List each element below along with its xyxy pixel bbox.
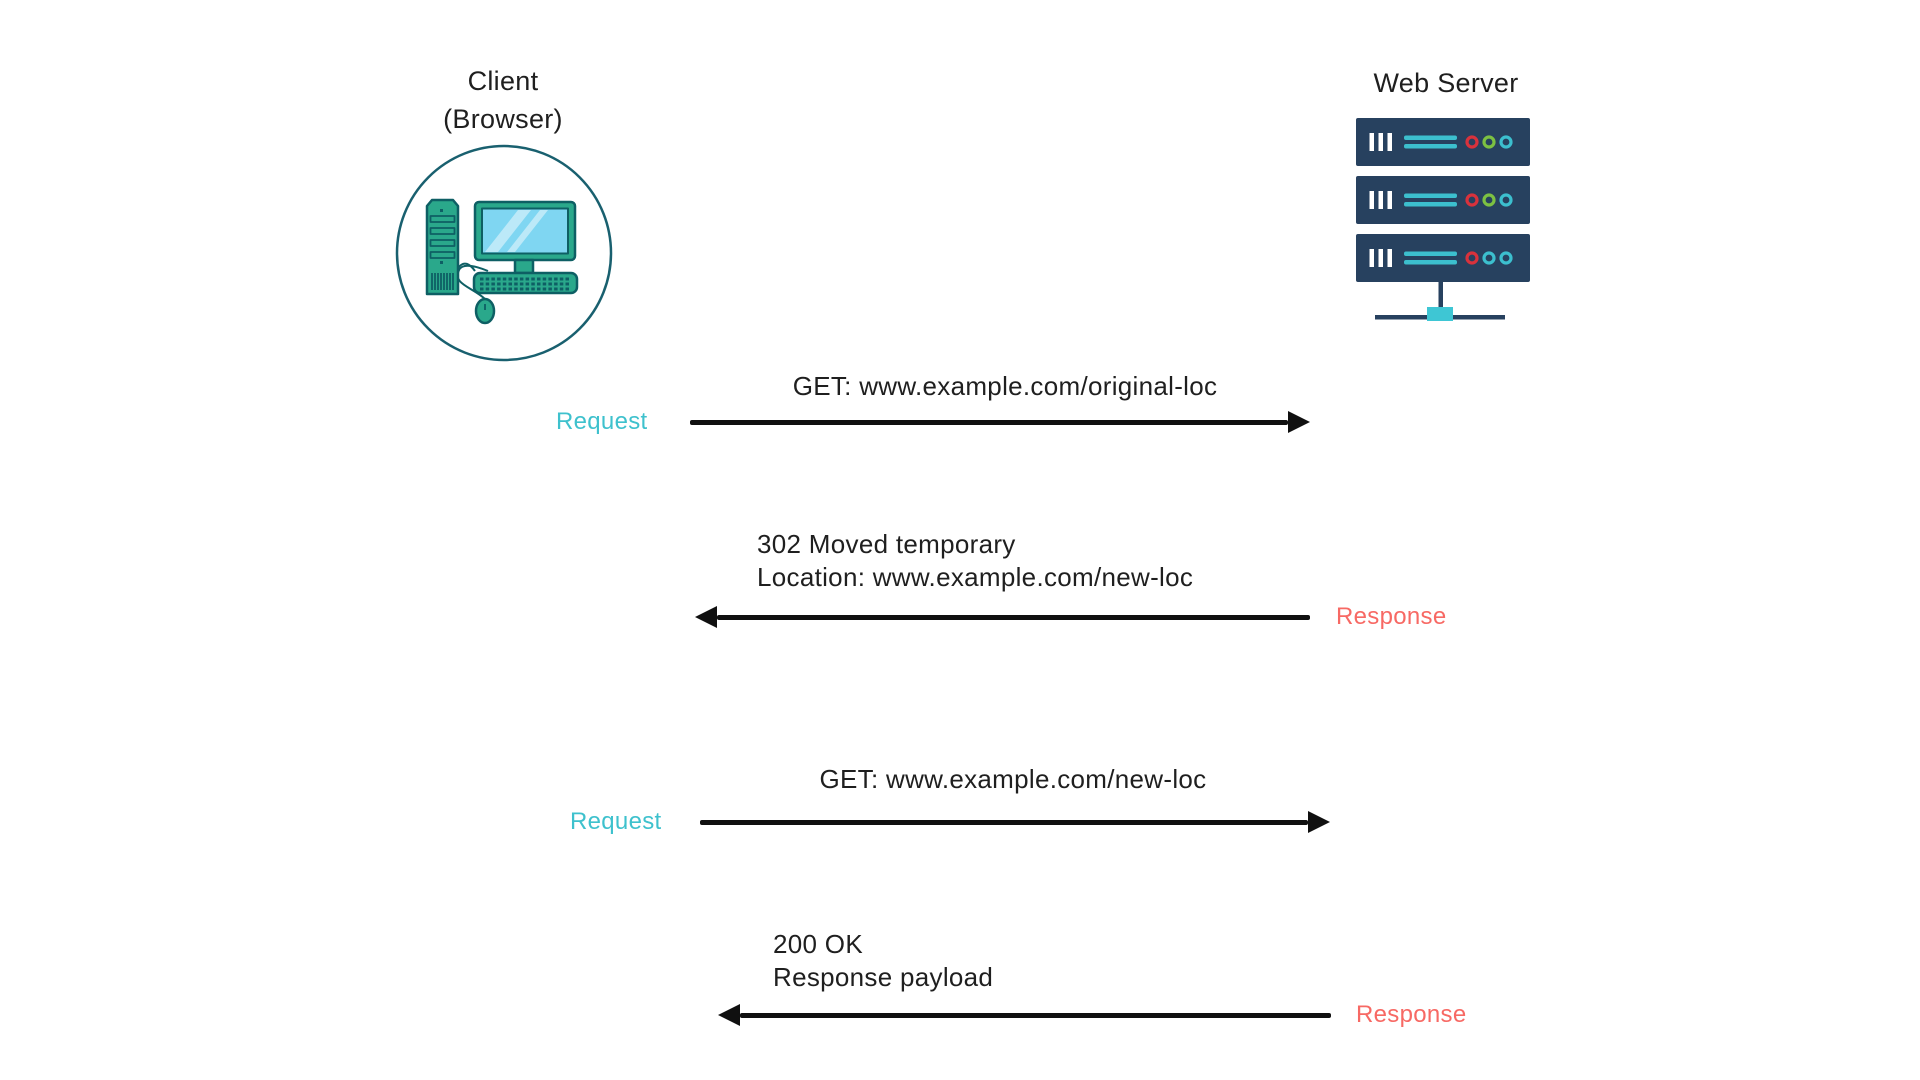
server-rack-unit	[1356, 176, 1530, 224]
message-4-arrow-shaft	[740, 1013, 1331, 1018]
message-2-text-line1: 302 Moved temporary	[757, 529, 1016, 559]
message-4-arrowhead-left-icon	[718, 1004, 740, 1026]
client-label-line1: Client	[467, 66, 539, 96]
message-3-arrow-shaft	[700, 820, 1308, 825]
message-3-request-label: Request	[570, 808, 662, 835]
server-label: Web Server	[1373, 68, 1519, 98]
message-2-text: 302 Moved temporary Location: www.exampl…	[757, 528, 1193, 594]
message-1-arrow-shaft	[690, 420, 1288, 425]
message-4-text-line1: 200 OK	[773, 929, 863, 959]
monitor-stand	[513, 258, 535, 275]
message-4-response-label: Response	[1356, 1001, 1467, 1028]
message-2-text-line2: Location: www.example.com/new-loc	[757, 562, 1194, 592]
message-2-response-label: Response	[1336, 603, 1447, 630]
client-label: Client (Browser)	[353, 62, 653, 138]
message-3-text: GET: www.example.com/new-loc	[819, 764, 1207, 794]
message-4-text: 200 OK Response payload	[773, 928, 993, 994]
server-rack-unit	[1356, 234, 1530, 282]
computer-tower	[425, 198, 460, 296]
message-1-arrowhead-right-icon	[1288, 411, 1310, 433]
message-2-arrowhead-left-icon	[695, 606, 717, 628]
message-1-text: GET: www.example.com/original-loc	[792, 371, 1218, 401]
mouse	[474, 297, 496, 325]
desktop-computer-icon	[395, 144, 613, 362]
message-1-request-label: Request	[556, 408, 648, 435]
server-network-stand	[1375, 282, 1505, 321]
server-rack-unit	[1356, 118, 1530, 166]
server-rack-icon	[1356, 118, 1530, 321]
client-label-line2: (Browser)	[443, 104, 563, 134]
message-4-text-line2: Response payload	[773, 962, 994, 992]
message-2-arrow-shaft	[717, 615, 1310, 620]
message-3-arrowhead-right-icon	[1308, 811, 1330, 833]
tower-vents	[431, 273, 454, 290]
tower-cable	[457, 262, 476, 272]
